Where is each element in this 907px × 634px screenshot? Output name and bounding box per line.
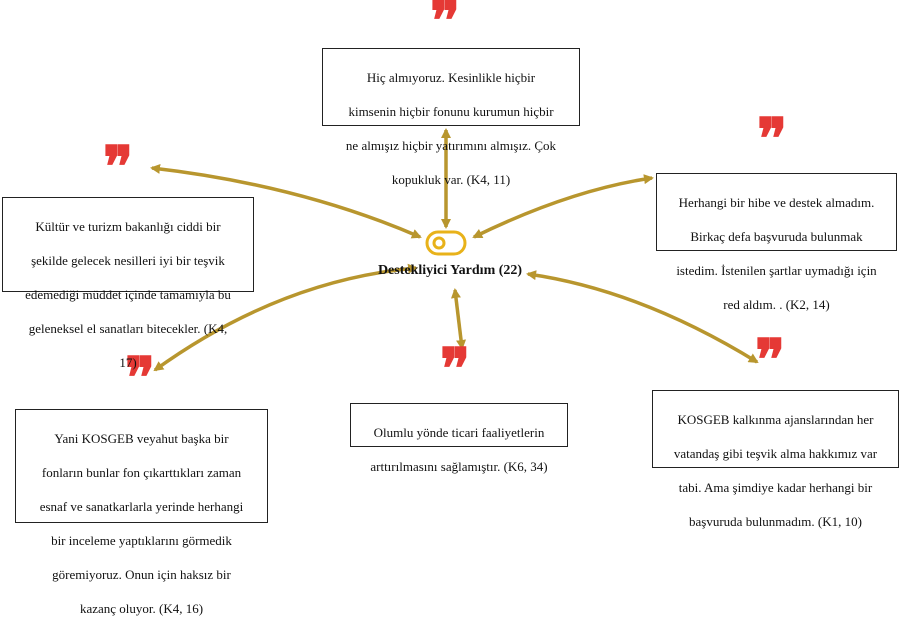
quote-box-right: Herhangi bir hibe ve destek almadım. Bir… xyxy=(656,173,897,312)
quote-line: ne almışız hiçbir yatırımını almışız. Ço… xyxy=(345,138,557,153)
quote-line: arttırılmasını sağlamıştır. (K6, 34) xyxy=(370,459,548,474)
quote-line: bir inceleme yaptıklarını görmedik xyxy=(51,533,232,548)
quote-box-top: Hiç almıyoruz. Kesinlikle hiçbir kimseni… xyxy=(322,48,580,187)
quote-line: Kültür ve turizm bakanlığı ciddi bir xyxy=(35,219,221,234)
quote-line: Herhangi bir hibe ve destek almadım. xyxy=(678,195,875,210)
quote-line: fonların bunlar fon çıkarttıkları zaman xyxy=(41,465,242,480)
diagram-canvas: ❞ ❞ ❞ ❞ ❞ ❞ xyxy=(103,0,787,411)
arrow-left xyxy=(150,163,422,239)
quote-box-bottom-center: Olumlu yönde ticari faaliyetlerin arttır… xyxy=(350,403,568,474)
quote-line: istedim. İstenilen şartlar uymadığı için xyxy=(676,263,877,278)
quote-line: kopukluk var. (K4, 11) xyxy=(391,172,511,187)
quote-box-bottom-right: KOSGEB kalkınma ajanslarından her vatand… xyxy=(652,390,899,529)
quote-line: KOSGEB kalkınma ajanslarından her xyxy=(677,412,874,427)
quote-line: red aldım. . (K2, 14) xyxy=(723,297,830,312)
quote-line: vatandaş gibi teşvik alma hakkımız var xyxy=(673,446,878,461)
quote-line: Olumlu yönde ticari faaliyetlerin xyxy=(373,425,545,440)
quote-line: başvuruda bulunmadım. (K1, 10) xyxy=(689,514,862,529)
arrow-bottom-left xyxy=(153,263,418,372)
quote-line: 17) xyxy=(119,355,137,370)
quote-line: Yani KOSGEB veyahut başka bir xyxy=(54,431,229,446)
quote-line: edemediği müddet içinde tamamıyla bu xyxy=(25,287,231,302)
quote-box-left: Kültür ve turizm bakanlığı ciddi bir şek… xyxy=(2,197,254,370)
quote-line: esnaf ve sanatkarlarla yerinde herhangi xyxy=(39,499,244,514)
quote-mark-icon-top: ❞ xyxy=(430,0,460,54)
quote-line: tabi. Ama şimdiye kadar herhangi bir xyxy=(678,480,873,495)
quote-mark-icon-bottom-left: ❞ xyxy=(125,345,155,411)
quote-line: şekilde gelecek nesilleri iyi bir teşvik xyxy=(31,253,225,268)
toggle-icon xyxy=(425,230,467,256)
quote-line: kimsenin hiçbir fonunu kurumun hiçbir xyxy=(348,104,554,119)
quote-line: kazanç oluyor. (K4, 16) xyxy=(79,601,204,616)
quote-mark-icon-bottom-right: ❞ xyxy=(755,327,785,393)
quote-box-bottom-left: Yani KOSGEB veyahut başka bir fonların b… xyxy=(15,409,268,616)
quote-mark-icon-bottom-center: ❞ xyxy=(440,336,470,402)
quote-line: Birkaç defa başvuruda bulunmak xyxy=(690,229,863,244)
center-node-label: Destekliyici Yardım (22) xyxy=(377,263,523,278)
quote-mark-icon-right: ❞ xyxy=(757,106,787,172)
quote-line: geleneksel el sanatları bitecekler. (K4, xyxy=(28,321,228,336)
arrow-bottom-right xyxy=(526,270,759,364)
quote-mark-icon-left: ❞ xyxy=(103,134,133,200)
arrow-bottom xyxy=(450,288,467,350)
quote-line: Hiç almıyoruz. Kesinlikle hiçbir xyxy=(366,70,536,85)
quote-line: göremiyoruz. Onun için haksız bir xyxy=(52,567,231,582)
arrow-right xyxy=(472,174,654,239)
